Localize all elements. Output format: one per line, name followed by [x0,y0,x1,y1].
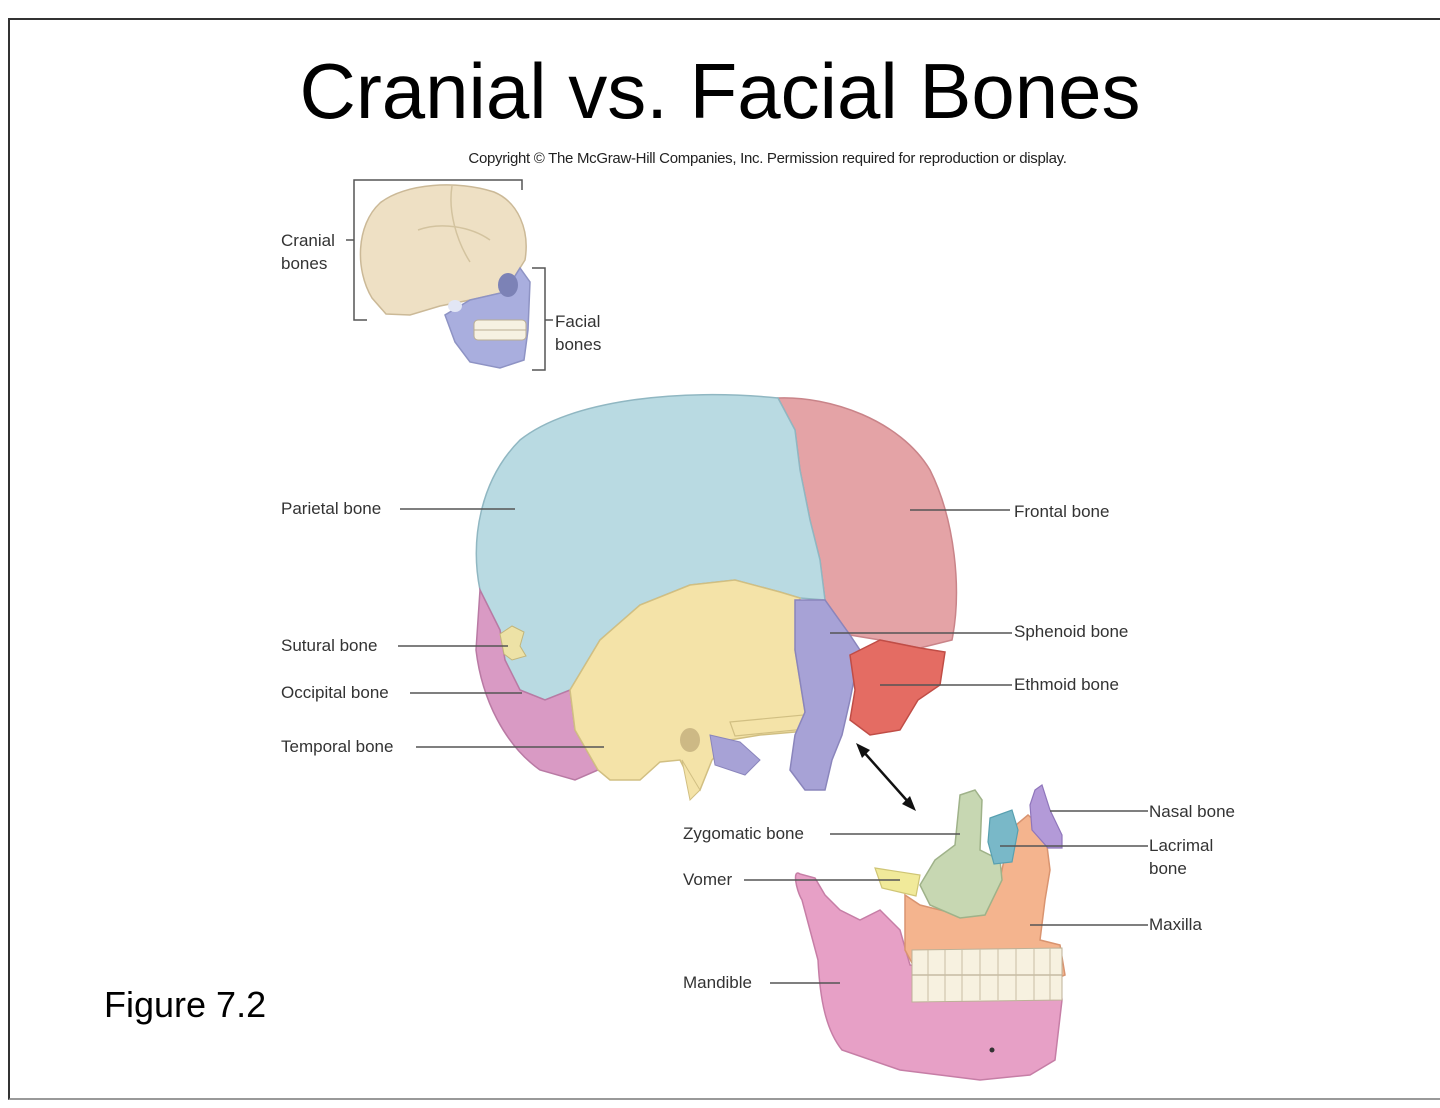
cranial-bracket [353,179,523,321]
occipital-bone-label: Occipital bone [281,683,389,702]
facial-bracket [532,267,546,371]
teeth [911,947,1063,1003]
temporal-bone-label: Temporal bone [281,737,394,756]
ethmoid-bone [849,639,946,736]
cranium-exploded [475,393,958,802]
inset-skull [346,179,553,371]
cranial-bones-label: Cranial bones [281,231,335,273]
leader-lines [398,508,1148,984]
sphenoid-bone-label: Sphenoid bone [1014,622,1129,641]
facial-bones-label: Facial bones [555,312,602,354]
nasal-bone-label: Nasal bone [1149,802,1236,821]
figure-caption: Figure 7.2 [104,984,267,1025]
ethmoid-bone-label: Ethmoid bone [1014,675,1119,694]
facial-exploded [794,784,1066,1081]
parietal-bone-label: Parietal bone [281,499,382,518]
vomer-label: Vomer [683,870,733,889]
sutural-bone-label: Sutural bone [281,636,378,655]
sphenoid-bone [789,599,861,791]
lacrimal-bone-label: Lacrimal bone [1149,836,1214,878]
vomer-bone [874,867,921,897]
temporal-bone [569,579,837,792]
frontal-bone-label: Frontal bone [1014,502,1110,521]
maxilla-label: Maxilla [1149,915,1202,934]
slide-title: Cranial vs. Facial Bones [299,47,1141,135]
occipital-bone [475,587,600,781]
copyright-notice: Copyright © The McGraw-Hill Companies, I… [468,150,1067,167]
inset-cranium [359,184,527,316]
mandible-label: Mandible [683,973,752,992]
explode-arrow [856,743,916,811]
sutural-bone [499,625,527,661]
zygomatic-bone-label: Zygomatic bone [683,824,804,843]
nasal-bone [1029,784,1063,849]
lacrimal-bone [987,809,1019,865]
zygomatic-bone [919,789,1003,919]
